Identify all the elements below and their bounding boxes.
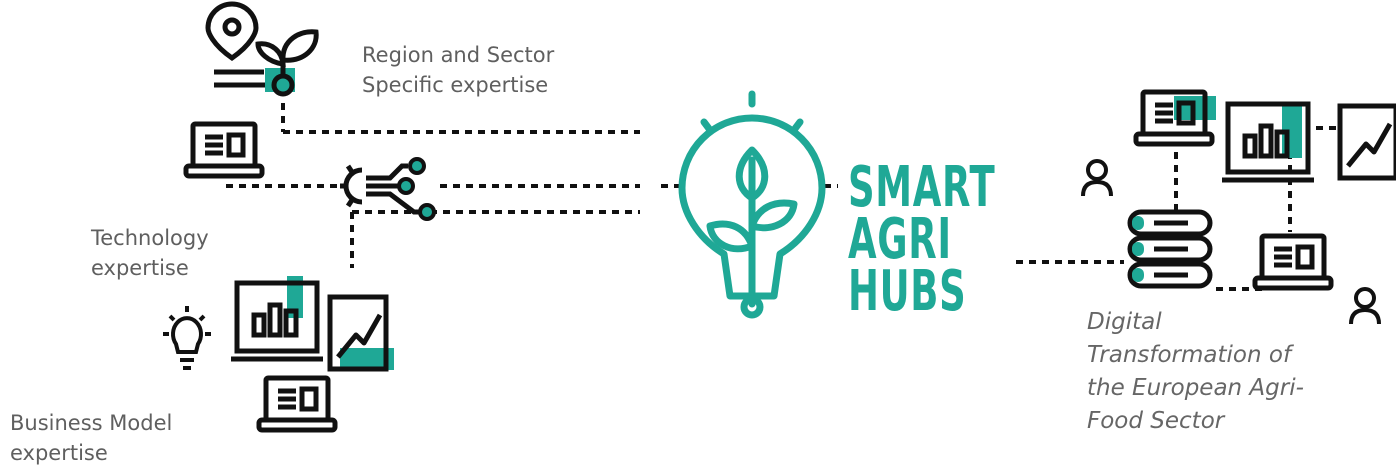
lightbulb-icon bbox=[163, 306, 211, 370]
circuit-node bbox=[397, 177, 415, 195]
circuit-node bbox=[418, 203, 436, 221]
bar-chart-icon bbox=[231, 283, 323, 359]
user-icon bbox=[1349, 287, 1381, 326]
user-icon bbox=[1081, 159, 1113, 198]
laptop-icon bbox=[259, 378, 335, 430]
smartagrihubs-logo-icon bbox=[678, 90, 826, 319]
circuit-node bbox=[408, 157, 426, 175]
line-chart-icon bbox=[1340, 106, 1396, 178]
laptop-icon bbox=[186, 124, 262, 176]
brand-line-agri: AGRI bbox=[848, 207, 952, 272]
label-region-sector: Region and Sector Specific expertise bbox=[362, 43, 555, 97]
label-digital-transformation: Digital Transformation of the European A… bbox=[1087, 309, 1304, 434]
label-technology: Technology expertise bbox=[91, 226, 209, 280]
label-business-model: Business Model expertise bbox=[10, 411, 173, 465]
laptop-icon bbox=[1255, 236, 1331, 288]
connector-lines bbox=[226, 103, 1336, 291]
brand-wordmark: SMART AGRI HUBS bbox=[848, 155, 996, 324]
sprout-icon bbox=[255, 29, 319, 97]
server-icon bbox=[1127, 209, 1213, 289]
brand-line-smart: SMART bbox=[848, 155, 996, 220]
brand-line-hubs: HUBS bbox=[848, 259, 967, 324]
